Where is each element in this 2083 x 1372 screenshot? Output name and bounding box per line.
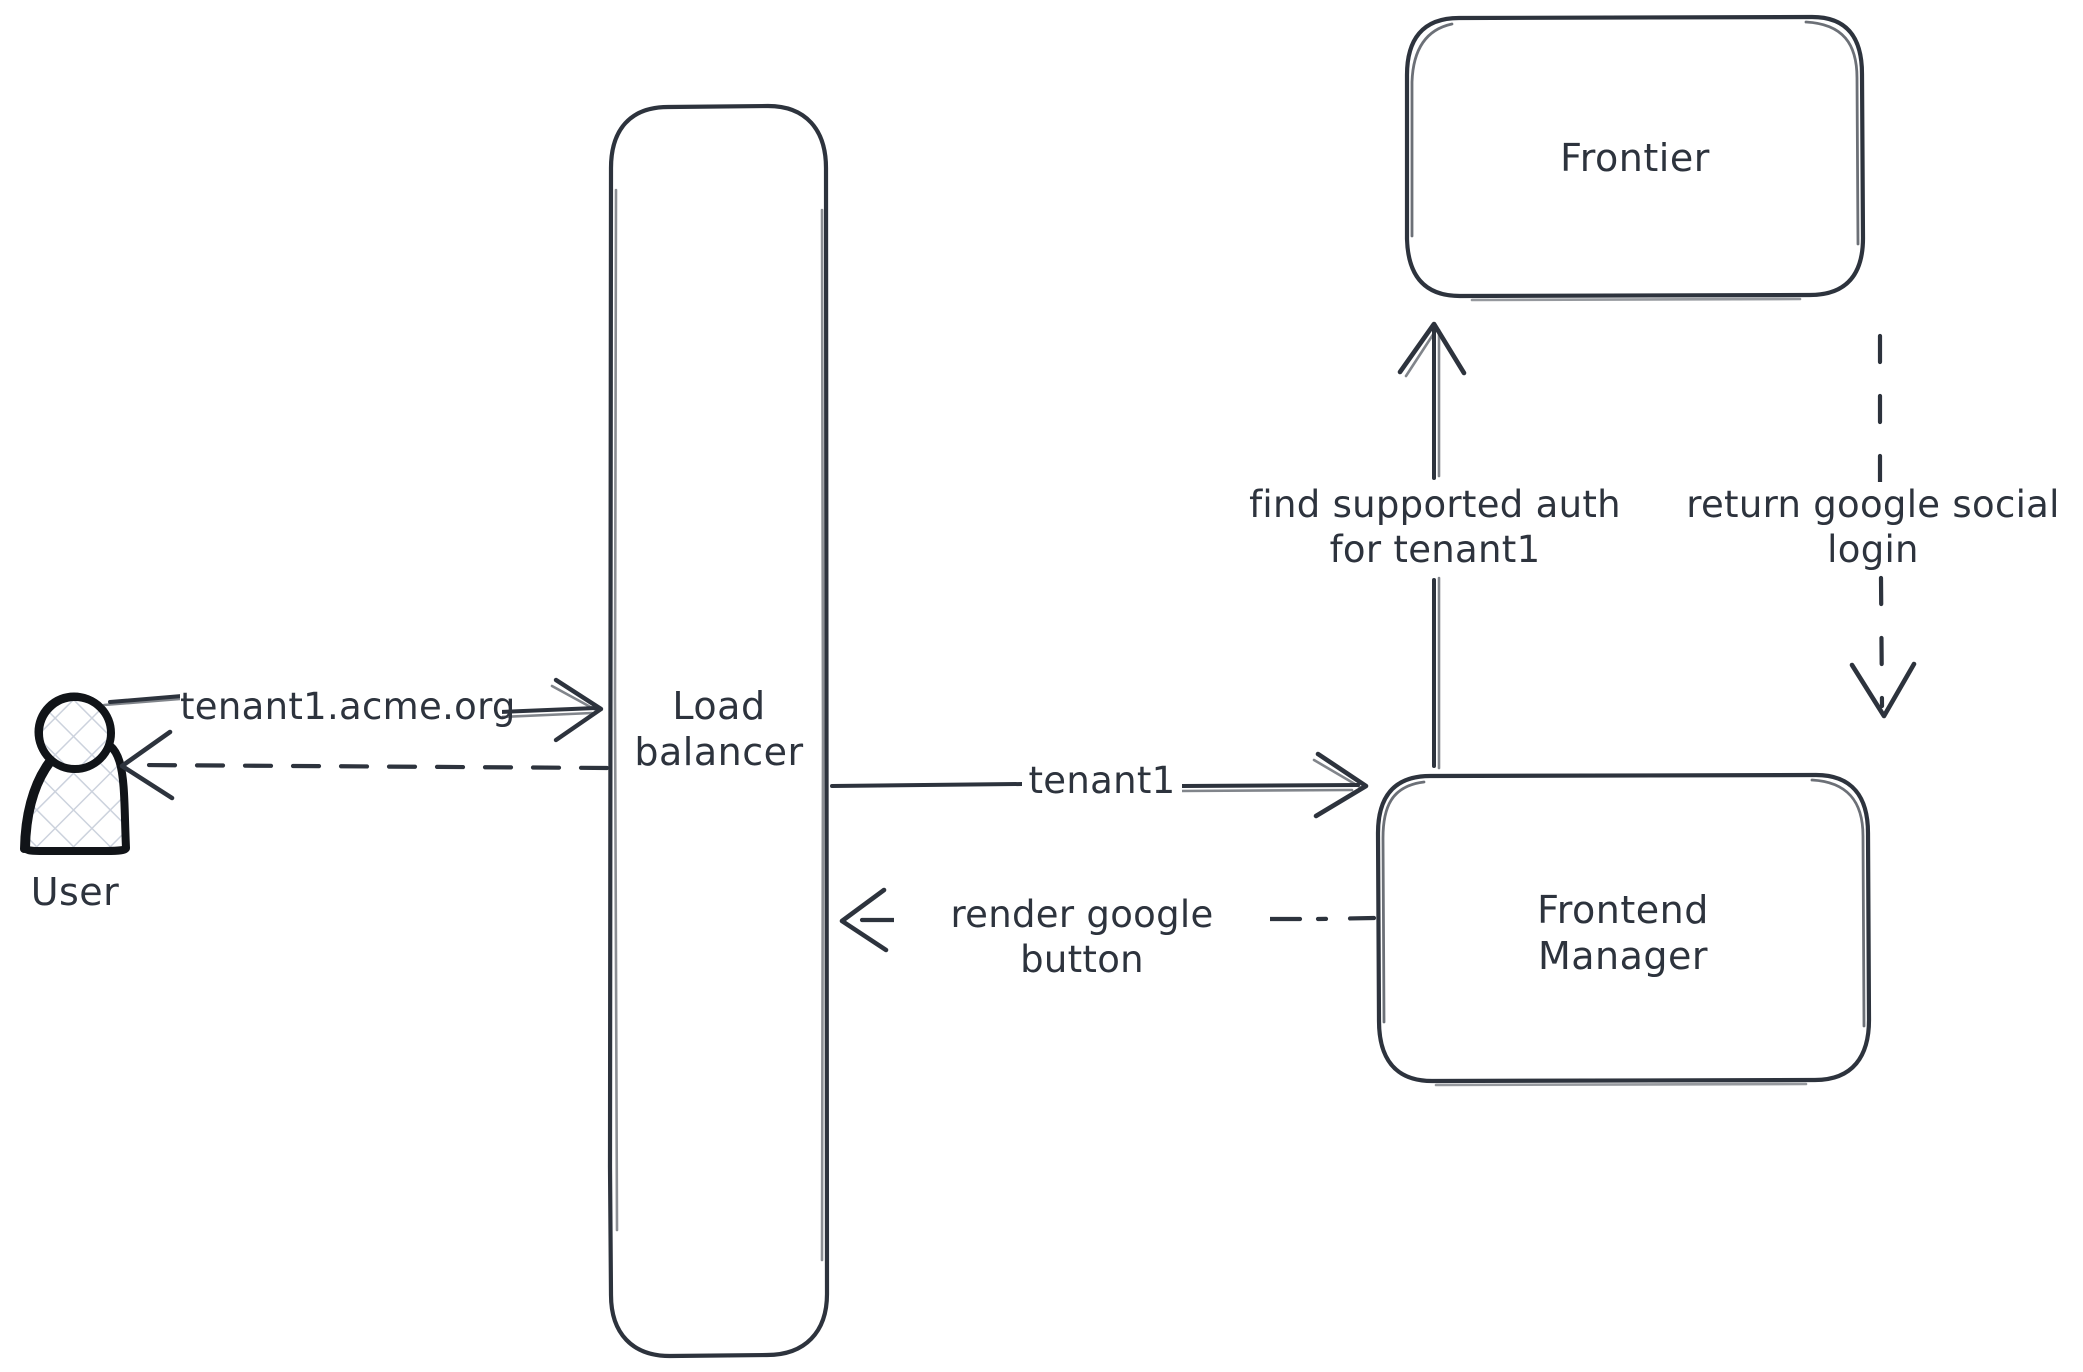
edge-load-balancer-to-frontend-manager[interactable]	[830, 751, 1369, 819]
edge-load-balancer-to-user[interactable]	[119, 729, 610, 801]
edge-user-to-load-balancer[interactable]	[102, 677, 604, 743]
edge-frontier-to-frontend-manager[interactable]	[1849, 333, 1917, 719]
user-actor-icon	[20, 692, 130, 855]
node-frontier-shape[interactable]	[1404, 14, 1866, 302]
edge-frontend-manager-to-frontier[interactable]	[1397, 321, 1467, 770]
edge-frontend-manager-to-load-balancer[interactable]	[839, 887, 1377, 953]
node-frontend-manager-shape[interactable]	[1375, 772, 1872, 1087]
node-load-balancer-shape[interactable]	[607, 103, 830, 1359]
